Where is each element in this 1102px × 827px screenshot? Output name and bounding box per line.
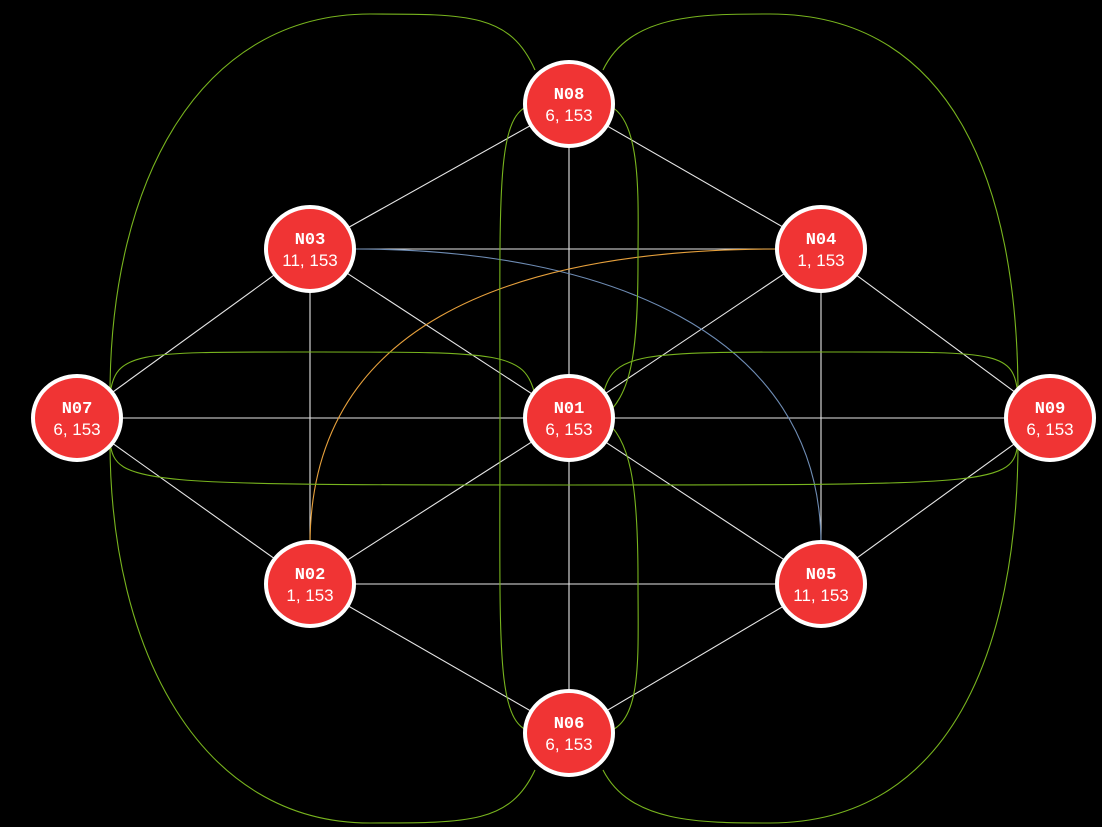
node-circle: [523, 60, 615, 148]
node-id-label: N05: [806, 566, 837, 585]
node-value-label: 6, 153: [545, 106, 592, 125]
node-value-label: 11, 153: [282, 251, 337, 270]
edge-n01-n02-white: [309, 417, 570, 585]
edge-n07-n01-green: [109, 351, 536, 396]
edge-n04-n09-white: [820, 248, 1051, 419]
node-circle: [264, 205, 356, 293]
edge-n03-n07-white: [76, 248, 311, 419]
node-circle: [775, 205, 867, 293]
edge-n03-n01-white: [309, 248, 570, 419]
edge-n07-n02-white: [76, 417, 311, 585]
node-value-label: 1, 153: [797, 251, 844, 270]
edge-n08-n04-white: [568, 103, 822, 250]
node-circle: [264, 540, 356, 628]
node-circle: [523, 689, 615, 777]
edge-n04-n02-orange: [309, 248, 781, 546]
node-id-label: N07: [62, 400, 93, 419]
edge-n05-n06-white: [568, 583, 822, 734]
node-id-label: N04: [806, 231, 837, 250]
node-id-label: N01: [554, 400, 585, 419]
node-id-label: N08: [554, 86, 585, 105]
node-value-label: 1, 153: [286, 586, 333, 605]
node-value-label: 6, 153: [1026, 420, 1073, 439]
node-circle: [523, 374, 615, 462]
edge-n01-n06-green: [602, 417, 639, 734]
edge-n06-n09-green: [602, 441, 1019, 824]
edge-n03-n05-blue: [354, 248, 822, 546]
edge-n08-n01-green: [602, 103, 639, 419]
node-value-label: 6, 153: [53, 420, 100, 439]
node-value-label: 6, 153: [545, 735, 592, 754]
node-value-label: 11, 153: [793, 586, 848, 605]
edge-layer: [76, 13, 1051, 824]
edge-n07-n06-green: [109, 441, 536, 824]
edge-n01-n09-green: [602, 351, 1019, 396]
edge-n07-n09-green: [109, 441, 1019, 486]
edge-n08-n06-green: [499, 103, 536, 734]
edge-n08-n09-green: [602, 13, 1019, 396]
edge-n01-n05-white: [568, 417, 822, 585]
edge-n07-n08-green: [109, 13, 536, 396]
node-circle: [31, 374, 123, 462]
node-circle: [1004, 374, 1096, 462]
node-circle: [775, 540, 867, 628]
node-id-label: N09: [1035, 400, 1066, 419]
edge-n09-n05-white: [820, 417, 1051, 585]
node-id-label: N06: [554, 715, 585, 734]
node-id-label: N02: [295, 566, 326, 585]
node-id-label: N03: [295, 231, 326, 250]
edge-n02-n06-white: [309, 583, 570, 734]
node-value-label: 6, 153: [545, 420, 592, 439]
edge-n04-n01-white: [568, 248, 822, 419]
edge-n08-n03-white: [309, 103, 570, 250]
